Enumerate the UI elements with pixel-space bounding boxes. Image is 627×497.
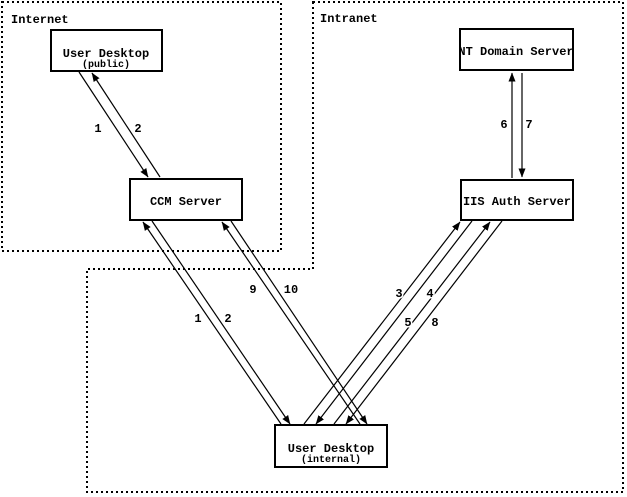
node-nt-domain-server-title: NT Domain Server [458, 45, 573, 59]
arrow-label-8: 8 [431, 316, 438, 330]
arrow-9-internal-desktop-to-ccm [221, 221, 361, 425]
node-iis-auth-server: IIS Auth Server [460, 179, 574, 221]
arrow-4-iis-to-internal-desktop [315, 220, 473, 425]
node-iis-auth-server-title: IIS Auth Server [463, 195, 571, 209]
node-user-desktop-public: User Desktop (public) [50, 29, 163, 72]
intranet-region-border [86, 1, 624, 493]
arrow-label-4: 4 [426, 287, 433, 301]
arrow-1-public-desktop-to-ccm [78, 71, 149, 178]
arrow-label-7: 7 [525, 118, 532, 132]
arrow-2-ccm-to-internal-desktop [151, 220, 291, 425]
arrow-1-internal-desktop-to-ccm [142, 221, 282, 425]
arrow-label-5: 5 [404, 316, 411, 330]
internet-region-border [1, 1, 282, 252]
node-user-desktop-internal: User Desktop (internal) [274, 424, 388, 468]
node-user-desktop-public-title: User Desktop [63, 47, 149, 61]
node-user-desktop-internal-subtitle: (internal) [301, 454, 361, 466]
arrow-10-ccm-to-internal-desktop [230, 220, 368, 425]
node-user-desktop-internal-title: User Desktop [288, 442, 374, 456]
node-user-desktop-public-subtitle: (public) [82, 59, 130, 71]
arrow-label-1-public: 1 [94, 122, 101, 136]
arrow-2-ccm-to-public-desktop [91, 72, 161, 178]
arrow-label-6: 6 [500, 118, 507, 132]
arrow-label-2-public: 2 [134, 122, 141, 136]
node-ccm-server: CCM Server [129, 178, 243, 221]
node-ccm-server-title: CCM Server [150, 195, 222, 209]
node-nt-domain-server: NT Domain Server [458, 28, 574, 71]
arrow-label-3: 3 [395, 287, 402, 301]
intranet-region-label: Intranet [320, 12, 378, 26]
arrow-label-9: 9 [249, 283, 256, 297]
internet-region-label: Internet [11, 13, 69, 27]
arrow-8-iis-to-internal-desktop [345, 220, 503, 425]
arrow-label-2-internal: 2 [224, 312, 231, 326]
arrow-label-1-internal: 1 [194, 312, 201, 326]
arrow-label-10: 10 [284, 283, 298, 297]
arrow-3-internal-desktop-to-iis [303, 221, 461, 425]
arrow-5-internal-desktop-to-iis [333, 221, 491, 425]
